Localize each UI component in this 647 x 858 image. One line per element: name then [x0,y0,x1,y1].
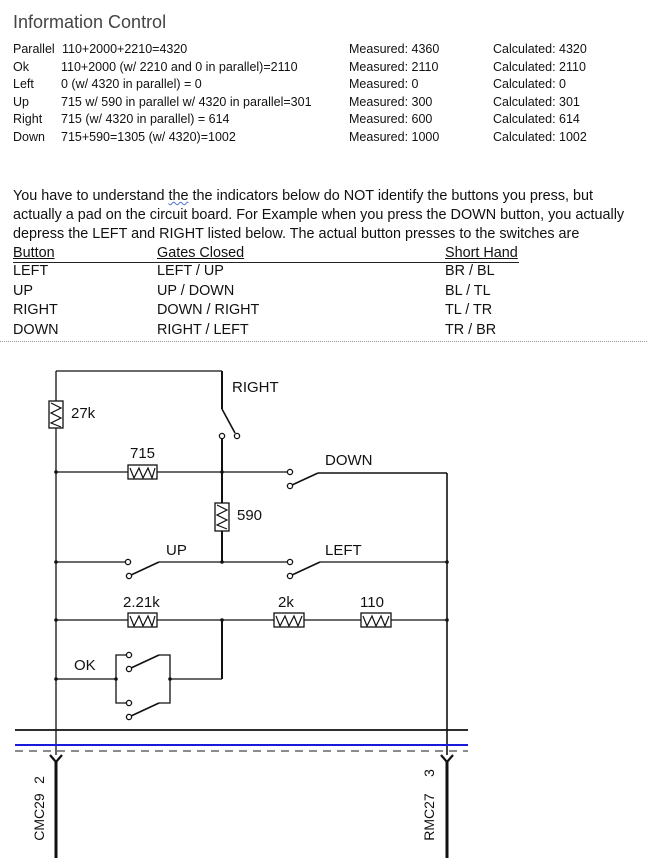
calc-equation: 110+2000+2210=4320 [62,42,188,56]
junction-dot [168,677,172,681]
junction-dot [220,618,224,622]
page-title: Information Control [13,12,167,32]
resistor-2k [273,612,305,628]
switch-down-label: DOWN [325,452,373,469]
table-header-row: Button Gates Closed Short Hand [13,245,637,262]
resistor-2-21k-label: 2.21k [123,594,160,611]
cell-shorthand: BR / BL [445,263,495,279]
wire-ok-box-left [115,654,128,704]
connector-left-pin: 2 [31,776,47,784]
junction-dot [54,560,58,564]
cell-shorthand: BL / TL [445,282,491,299]
calc-measured: Measured: 2110 [349,59,439,74]
table-row: UP UP / DOWN BL / TL [13,282,637,302]
spellcheck-flagged-word[interactable]: the [168,188,189,204]
connector-left-name: CMC29 [31,793,47,841]
calc-calculated: Calculated: 0 [493,77,566,92]
connector-left-arrow-icon [49,754,63,764]
junction-dot [54,677,58,681]
switch-ok-label: OK [74,657,96,674]
cell-gates: RIGHT / LEFT [157,321,249,338]
calc-calculated: Calculated: 4320 [493,42,587,56]
cell-shorthand: TL / TR [445,302,493,318]
switch-right-label: RIGHT [232,379,279,396]
header-gates-closed: Gates Closed [157,245,245,261]
resistor-2k-label: 2k [278,594,294,611]
cell-gates: LEFT / UP [157,263,224,279]
calc-equation: 715 (w/ 4320 in parallel) = 614 [61,112,230,127]
calc-label: Left [13,77,34,92]
resistor-590 [214,502,230,532]
calc-label: Down [13,129,45,144]
switch-down [286,468,319,490]
junction-dot [445,560,449,564]
calc-label: Parallel [13,42,55,56]
cell-button: DOWN [13,321,59,338]
table-row: LEFT LEFT / UP BR / BL [13,262,637,282]
switch-ok-top [125,651,160,673]
button-mapping-table: Button Gates Closed Short Hand LEFT LEFT… [13,245,637,340]
calc-calculated: Calculated: 301 [493,94,580,109]
switch-left-label: LEFT [325,542,362,559]
cell-gates: DOWN / RIGHT [157,302,260,318]
circuit-diagram: 27k 715 590 2.21k 2k 110 RIGHT DOWN [15,370,468,858]
calc-calculated: Calculated: 1002 [493,129,587,144]
calc-measured: Measured: 600 [349,112,433,127]
cell-button: UP [13,282,33,299]
calc-calculated: Calculated: 2110 [493,59,586,74]
calc-equation: 715+590=1305 (w/ 4320)=1002 [61,129,236,144]
resistor-715-label: 715 [130,445,155,462]
switch-up [124,558,160,580]
junction-dot [54,470,58,474]
header-short-hand: Short Hand [445,245,518,261]
connector-right-pin: 3 [421,769,437,777]
resistor-590-label: 590 [237,507,262,524]
calc-measured: Measured: 300 [349,94,433,109]
switch-right [218,408,241,440]
section-divider [0,341,647,342]
cell-button: LEFT [13,263,49,279]
calc-measured: Measured: 0 [349,77,419,92]
header-underline [13,262,519,263]
switch-ok-bottom [125,699,160,721]
calc-label: Right [13,112,43,127]
junction-dot [220,470,224,474]
resistor-110-label: 110 [360,594,384,611]
connector-right-arrow-icon [440,754,454,764]
calc-measured: Measured: 1000 [349,129,440,144]
table-row: DOWN RIGHT / LEFT TR / BR [13,321,637,341]
junction-dot [114,677,118,681]
cell-shorthand: TR / BR [445,321,497,338]
junction-dot [445,618,449,622]
calc-label: Ok [13,59,29,74]
resistor-27k-label: 27k [71,405,96,422]
resistor-110 [360,612,392,628]
resistor-715 [127,464,158,480]
calc-equation: 110+2000 (w/ 2210 and 0 in parallel)=211… [61,59,298,74]
cell-gates: UP / DOWN [157,282,235,299]
switch-up-label: UP [166,542,187,559]
explanation-paragraph: You have to understand the the indicator… [13,187,643,245]
cell-button: RIGHT [13,302,58,318]
calc-measured: Measured: 4360 [349,42,440,56]
calc-label: Up [13,94,29,109]
paragraph-text-start: You have to understand [13,188,169,204]
calc-equation: 0 (w/ 4320 in parallel) = 0 [61,77,202,92]
paragraph-text-end: the indicators below do NOT identify the… [13,188,625,243]
resistor-27k [48,400,64,429]
table-row: RIGHT DOWN / RIGHT TL / TR [13,301,637,321]
header-button: Button [13,245,55,261]
calc-equation: 715 w/ 590 in parallel w/ 4320 in parall… [61,94,312,109]
junction-dot [220,560,224,564]
switch-left [286,558,321,580]
resistor-2-21k [127,612,158,628]
calc-calculated: Calculated: 614 [493,112,580,127]
connector-right-name: RMC27 [421,793,437,841]
junction-dot [54,618,58,622]
